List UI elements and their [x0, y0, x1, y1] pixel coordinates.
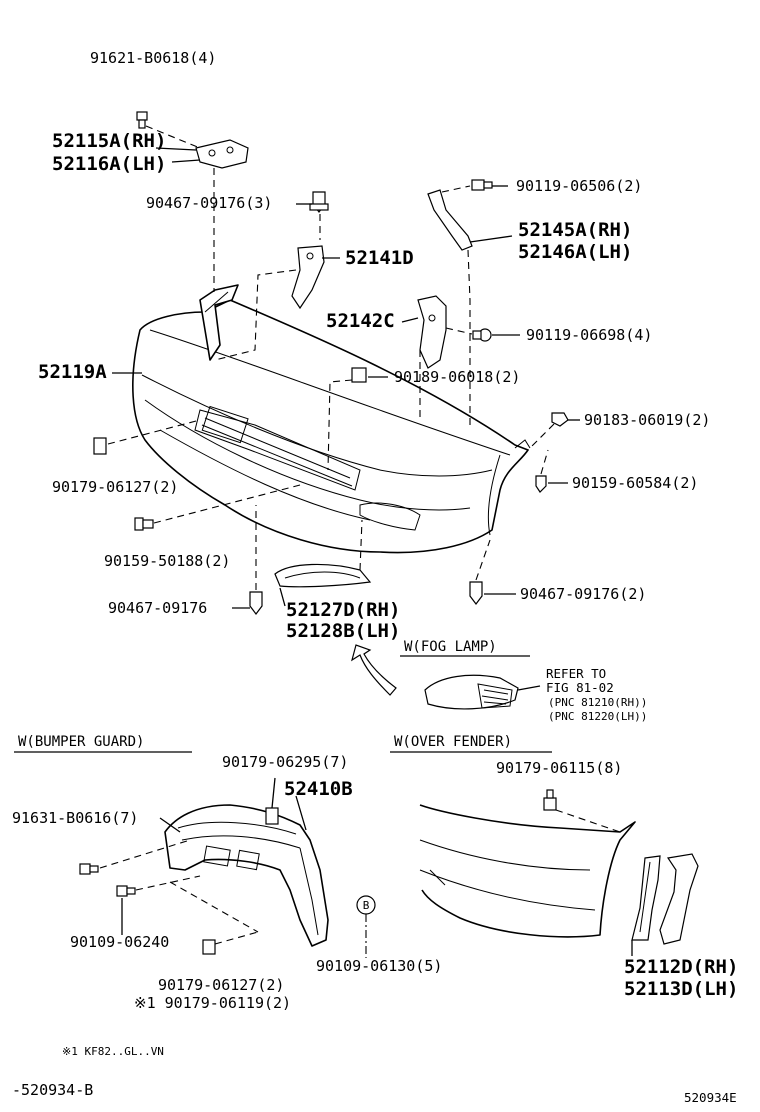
clip-icon: [551, 412, 569, 427]
bracket-52115a: [195, 139, 249, 169]
nut-icon: [202, 939, 216, 955]
label-90467-09176-3: 90467-09176(3): [146, 194, 272, 212]
label-52116a-lh: 52116A(LH): [52, 153, 166, 175]
footnote: ※1 KF82..GL..VN: [62, 1045, 164, 1058]
over-fender-52112d: [631, 853, 699, 945]
bolt-icon: [116, 885, 136, 897]
label-91631-b0616: 91631-B0616(7): [12, 809, 138, 827]
label-90179-06127-bottom: 90179-06127(2): [158, 976, 284, 994]
label-90467-09176: 90467-09176: [108, 599, 207, 617]
bumper-cover-fender-view: [419, 804, 636, 938]
fog-lamp-cover-52127d: [274, 563, 372, 588]
label-52128b-lh: 52128B(LH): [286, 620, 400, 642]
nut-icon: [265, 807, 279, 825]
arrow-icon: [351, 644, 397, 696]
label-90119-06698: 90119-06698(4): [526, 326, 652, 344]
nut-icon: [543, 789, 557, 811]
reference-b-label: B: [363, 899, 370, 912]
label-90109-06240: 90109-06240: [70, 933, 169, 951]
label-90179-06119: ※1 90179-06119(2): [134, 994, 291, 1012]
label-90183-06019: 90183-06019(2): [584, 411, 710, 429]
section-title-bumper-guard: W(BUMPER GUARD): [18, 734, 144, 750]
label-90467-09176-2: 90467-09176(2): [520, 585, 646, 603]
label-52115a-rh: 52115A(RH): [52, 130, 166, 152]
label-91621-b0618: 91621-B0618(4): [90, 49, 216, 67]
label-52119a: 52119A: [38, 361, 107, 383]
label-90179-06295: 90179-06295(7): [222, 753, 348, 771]
bumper-guard-52410b: [164, 804, 329, 947]
label-52142c: 52142C: [326, 310, 395, 332]
bracket-52141d: [291, 245, 325, 310]
diagram-code-left: -520934-B: [12, 1081, 93, 1099]
label-90189-06018: 90189-06018(2): [394, 368, 520, 386]
fog-lamp: [424, 674, 519, 710]
label-52141d: 52141D: [345, 247, 414, 269]
label-90159-60584: 90159-60584(2): [572, 474, 698, 492]
label-52112d-rh: 52112D(RH): [624, 956, 738, 978]
label-52113d-lh: 52113D(LH): [624, 978, 738, 1000]
diagram-code-right: 520934E: [684, 1090, 737, 1105]
label-52146a-lh: 52146A(LH): [518, 241, 632, 263]
label-90179-06127-top: 90179-06127(2): [52, 478, 178, 496]
bolt-icon: [472, 328, 492, 342]
label-90179-06115: 90179-06115(8): [496, 759, 622, 777]
bolt-icon: [471, 179, 493, 191]
refer-fig-text: FIG 81-02: [546, 680, 614, 695]
label-90109-06130: 90109-06130(5): [316, 957, 442, 975]
pnc-81220-lh: (PNC 81220(LH)): [548, 710, 647, 723]
screw-icon: [535, 475, 547, 493]
front-bumper-cover: [132, 284, 531, 554]
nut-icon: [351, 367, 367, 383]
bolt-icon: [134, 517, 154, 531]
stay-52145a: [427, 189, 473, 251]
clip-icon: [309, 191, 329, 213]
nut-icon: [93, 437, 107, 455]
bolt-icon: [136, 111, 148, 129]
bolt-icon: [79, 863, 99, 875]
section-title-over-fender: W(OVER FENDER): [394, 734, 512, 750]
clip-icon: [469, 581, 483, 605]
label-52145a-rh: 52145A(RH): [518, 219, 632, 241]
refer-to-text: REFER TO: [546, 666, 606, 681]
label-52410b: 52410B: [284, 778, 353, 800]
clip-icon: [249, 591, 263, 615]
label-90119-06506: 90119-06506(2): [516, 177, 642, 195]
section-title-fog-lamp: W(FOG LAMP): [404, 639, 497, 655]
pnc-81210-rh: (PNC 81210(RH)): [548, 696, 647, 709]
label-52127d-rh: 52127D(RH): [286, 599, 400, 621]
bracket-52142c: [417, 295, 447, 369]
label-90159-50188: 90159-50188(2): [104, 552, 230, 570]
